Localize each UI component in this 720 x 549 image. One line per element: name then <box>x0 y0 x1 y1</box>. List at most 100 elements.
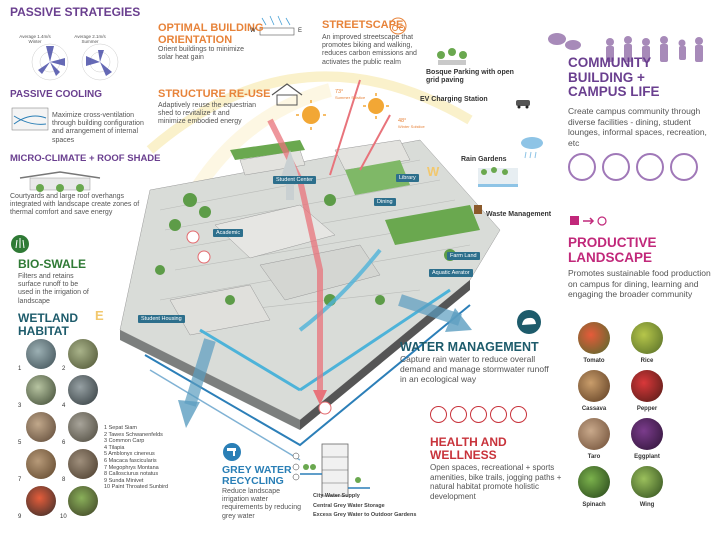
species-number-3: 3 <box>18 403 22 409</box>
grey-water-text: Reduce landscape irrigation water requir… <box>222 488 301 520</box>
orientation-text: Orient buildings to minimize solar heat … <box>158 46 244 62</box>
grey-water-title: GREY WATER RECYCLING <box>222 464 292 487</box>
tag-farm-land: Farm Land <box>447 252 480 260</box>
micro-climate-text: Courtyards and large roof overhangs inte… <box>10 193 140 217</box>
summer-angle: 73° <box>335 89 344 95</box>
water-legend-item: City Water Supply <box>313 493 360 499</box>
tag-academic: Academic <box>213 229 244 237</box>
species-photo-9 <box>26 486 56 516</box>
summer-wind-label: Average 2.1m/s Summer <box>74 34 106 44</box>
species-item: 5 Amblonyx cinereus <box>104 451 155 458</box>
crop-label-wing: Wing <box>639 502 655 508</box>
sport-icon <box>430 406 447 423</box>
passive-cooling-title: PASSIVE COOLING <box>10 89 103 100</box>
orientation-title: OPTIMAL BUILDING ORIENTATION <box>158 22 264 46</box>
bio-swale-text: Filters and retains surface runoff to be… <box>18 273 89 305</box>
dining-icon <box>568 153 596 181</box>
species-number-10: 10 <box>60 514 67 520</box>
health-title: HEALTH AND WELLNESS <box>430 435 507 462</box>
informal-space-icon <box>636 153 664 181</box>
passive-cooling-text: Maximize cross-ventilation through build… <box>52 112 144 144</box>
species-number-6: 6 <box>62 440 66 446</box>
species-photo-1 <box>26 339 56 369</box>
species-number-8: 8 <box>62 477 66 483</box>
winter-angle: 48° <box>398 118 407 124</box>
ev-charging-text: EV Charging Station <box>420 96 488 103</box>
species-photo-4 <box>68 375 98 405</box>
winter-solstice-label: Winter Solstice <box>398 124 425 129</box>
species-number-5: 5 <box>18 440 22 446</box>
winter-wind-label: Average 1.4m/s Winter <box>19 34 51 44</box>
structure-reuse-title: STRUCTURE RE-USE <box>158 88 271 100</box>
species-item: 4 Tilapia <box>104 444 125 451</box>
species-number-2: 2 <box>62 366 66 372</box>
water-legend-item: Excess Grey Water to Outdoor Gardens <box>313 512 417 519</box>
tag-student-housing: Student Housing <box>138 315 185 323</box>
species-item: 7 Megophrys Montana <box>104 464 159 471</box>
crop-photo-eggplant <box>631 418 663 450</box>
running-icon <box>470 406 487 423</box>
species-item: 9 Sunda Minivet <box>104 477 144 484</box>
crop-label-spinach: Spinach <box>582 502 606 508</box>
species-photo-3 <box>26 375 56 405</box>
tag-library: Library <box>396 174 419 182</box>
compass-w: W <box>427 164 440 179</box>
species-photo-2 <box>68 339 98 369</box>
crop-photo-taro <box>578 418 610 450</box>
water-management-title: WATER MANAGEMENT <box>400 340 539 354</box>
species-item: 3 Common Carp <box>104 438 145 445</box>
productive-text: Promotes sustainable food production on … <box>568 268 711 299</box>
species-item: 1 Sepat Siam <box>104 425 138 431</box>
crop-label-taro: Taro <box>587 454 601 460</box>
micro-climate-title: MICRO-CLIMATE + ROOF SHADE <box>10 153 161 164</box>
streetscape-title: STREETSCAPE <box>322 19 404 31</box>
crop-label-rice: Rice <box>640 358 654 364</box>
summer-solstice-label: Summer Solstice <box>335 95 366 100</box>
species-number-7: 7 <box>18 477 22 483</box>
lounge-icon <box>602 153 630 181</box>
compass-e: E <box>95 308 104 323</box>
water-legend: City Water Supply Central Grey Water Sto… <box>305 493 425 519</box>
crop-photo-wing <box>631 466 663 498</box>
species-item: 10 Paint Throated Sunbird <box>104 484 169 491</box>
species-photo-5 <box>26 412 56 442</box>
species-legend: 1 Sepat Siam 2 Tawes Schwanenfelds 3 Com… <box>104 425 214 491</box>
species-item: 8 Callosciurus notatus <box>104 471 159 478</box>
species-number-4: 4 <box>62 403 66 409</box>
species-number-9: 9 <box>18 514 22 520</box>
tag-student-center: Student Center <box>273 176 316 184</box>
streetscape-text: An improved streetscape that promotes bi… <box>322 34 417 66</box>
productive-title: PRODUCTIVE LANDSCAPE <box>568 235 657 265</box>
passive-strategies-title: PASSIVE STRATEGIES <box>10 5 141 19</box>
crop-photo-rice <box>631 322 663 354</box>
community-title: COMMUNITY BUILDING + CAMPUS LIFE <box>568 55 660 99</box>
bosque-parking-text: Bosque Parking with open grid paving <box>426 69 514 84</box>
water-management-text: Capture rain water to reduce overall dem… <box>400 354 549 384</box>
bio-swale-title: BIO-SWALE <box>18 257 86 271</box>
tag-dining: Dining <box>374 198 396 206</box>
species-photo-10 <box>68 486 98 516</box>
crop-label-eggplant: Eggplant <box>634 454 660 460</box>
species-number-1: 1 <box>18 366 22 372</box>
waste-management-text: Waste Management <box>486 211 552 218</box>
rain-gardens-text: Rain Gardens <box>461 156 507 163</box>
species-photo-8 <box>68 449 98 479</box>
species-photo-7 <box>26 449 56 479</box>
crop-label-cassava: Cassava <box>581 406 607 412</box>
wellness-icon <box>450 406 467 423</box>
community-text: Create campus community through diverse … <box>568 106 707 148</box>
tag-aquatic-aerator: Aquatic Aerator <box>429 269 473 277</box>
crop-label-pepper: Pepper <box>636 406 658 412</box>
recreation-icon <box>670 153 698 181</box>
crop-photo-spinach <box>578 466 610 498</box>
crop-photo-cassava <box>578 370 610 402</box>
yoga-icon <box>490 406 507 423</box>
wetland-habitat-title: WETLAND HABITAT <box>18 311 78 338</box>
bike-icon <box>510 406 527 423</box>
orientation-w: W <box>250 28 256 34</box>
species-photo-6 <box>68 412 98 442</box>
species-item: 2 Tawes Schwanenfelds <box>104 431 163 438</box>
crop-photo-tomato <box>578 322 610 354</box>
orientation-e: E <box>298 28 303 34</box>
